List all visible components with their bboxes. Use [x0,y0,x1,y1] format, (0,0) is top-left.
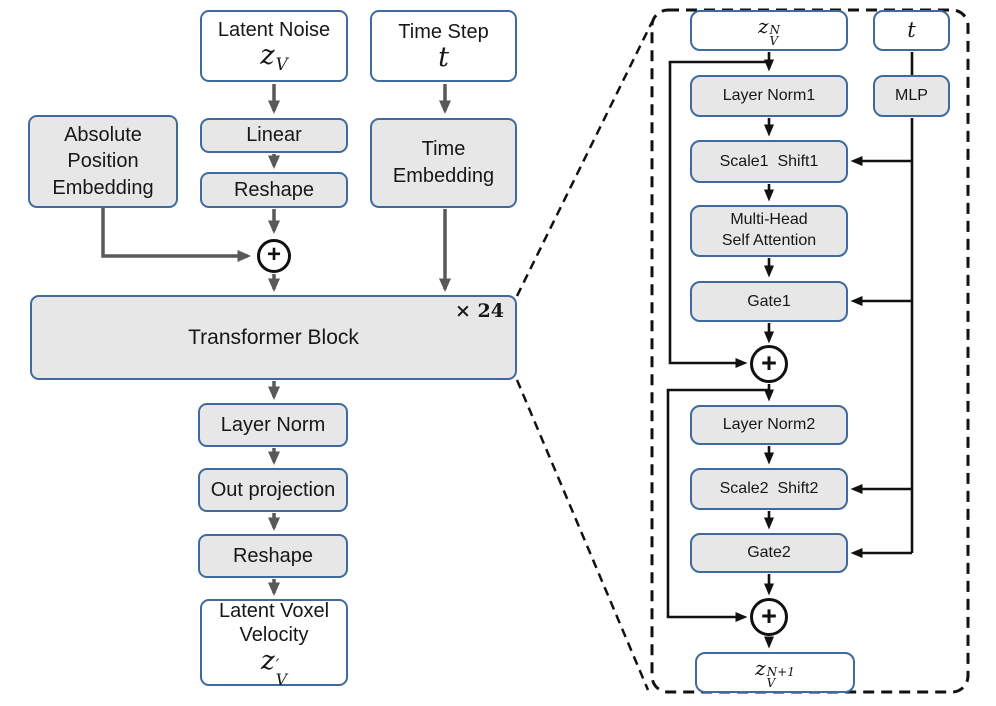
transformer-repeat-count: × 24 [455,300,504,322]
plus1-glyph: + [761,347,777,378]
layer-norm-label: Layer Norm [220,413,326,436]
time-embedding-box: Time Embedding [370,118,517,208]
latent-noise-symbol: zV [260,40,288,75]
gate2-label: Gate2 [747,544,791,561]
latent-noise-box: Latent Noise zV [200,10,348,82]
gate1-label: Gate1 [747,292,791,310]
layer-norm1-box: Layer Norm1 [690,75,848,117]
timestep-t-box: t [873,10,950,51]
absolute-position-embedding-box: Absolute Position Embedding [28,115,178,208]
left-flow-arrows [101,84,451,596]
transformer-block-box: Transformer Block × 24 [30,295,517,380]
add-operator-icon: + [257,239,291,273]
reshape-out-box: Reshape [198,534,348,578]
scale2-shift2-box: Scale2 Shift2 [690,468,848,510]
time-step-box: Time Step t [370,10,517,82]
plus2-glyph: + [761,600,777,631]
block-detail-arrows [666,52,914,649]
transformer-block-label: Transformer Block [188,325,359,349]
layer-norm-box: Layer Norm [198,403,348,447]
latent-voxel-velocity-symbol: z′V [261,646,287,689]
scale1-shift1-box: Scale1 Shift1 [690,140,848,183]
zoom-leader-top [515,21,654,297]
mhsa-label-line1: Multi-Head [730,211,808,229]
linear-label: Linear [246,124,302,146]
layer-norm1-label: Layer Norm1 [722,87,816,104]
absolute-position-embedding-label: Absolute Position Embedding [52,123,154,199]
latent-voxel-velocity-box: Latent Voxel Velocity z′V [200,599,348,689]
reshape-out-label: Reshape [232,544,314,567]
linear-box: Linear [200,118,348,153]
time-step-label: Time Step [398,21,489,43]
add-operator2-icon: + [750,598,788,636]
mlp-box: MLP [873,75,950,117]
mlp-label: MLP [895,87,928,104]
out-projection-label: Out projection [210,478,336,501]
latent-voxel-velocity-label: Latent Voxel Velocity [218,600,330,647]
time-embedding-label: Time Embedding [392,138,495,187]
reshape-in-box: Reshape [200,172,348,208]
layer-norm2-label: Layer Norm2 [722,416,816,433]
time-step-symbol: t [438,42,449,73]
zoom-leader-bottom [515,379,650,691]
add-operator1-icon: + [750,345,788,383]
latent-noise-label: Latent Noise [217,19,331,42]
out-projection-box: Out projection [198,468,348,512]
plus-glyph: + [266,241,281,268]
timestep-t-symbol: t [907,18,916,42]
gate1-box: Gate1 [690,281,848,322]
reshape-in-label: Reshape [233,178,315,201]
scale1-shift1-label: Scale1 Shift1 [719,152,819,170]
layer-norm2-box: Layer Norm2 [690,405,848,445]
arrow-ape-to-plus [101,208,251,262]
gate2-box: Gate2 [690,533,848,573]
multi-head-self-attention-box: Multi-Head Self Attention [690,205,848,257]
mhsa-label-line2: Self Attention [721,232,817,249]
scale2-shift2-label: Scale2 Shift2 [719,480,819,497]
residual-skip-1 [668,60,769,368]
residual-skip-2 [666,388,769,622]
